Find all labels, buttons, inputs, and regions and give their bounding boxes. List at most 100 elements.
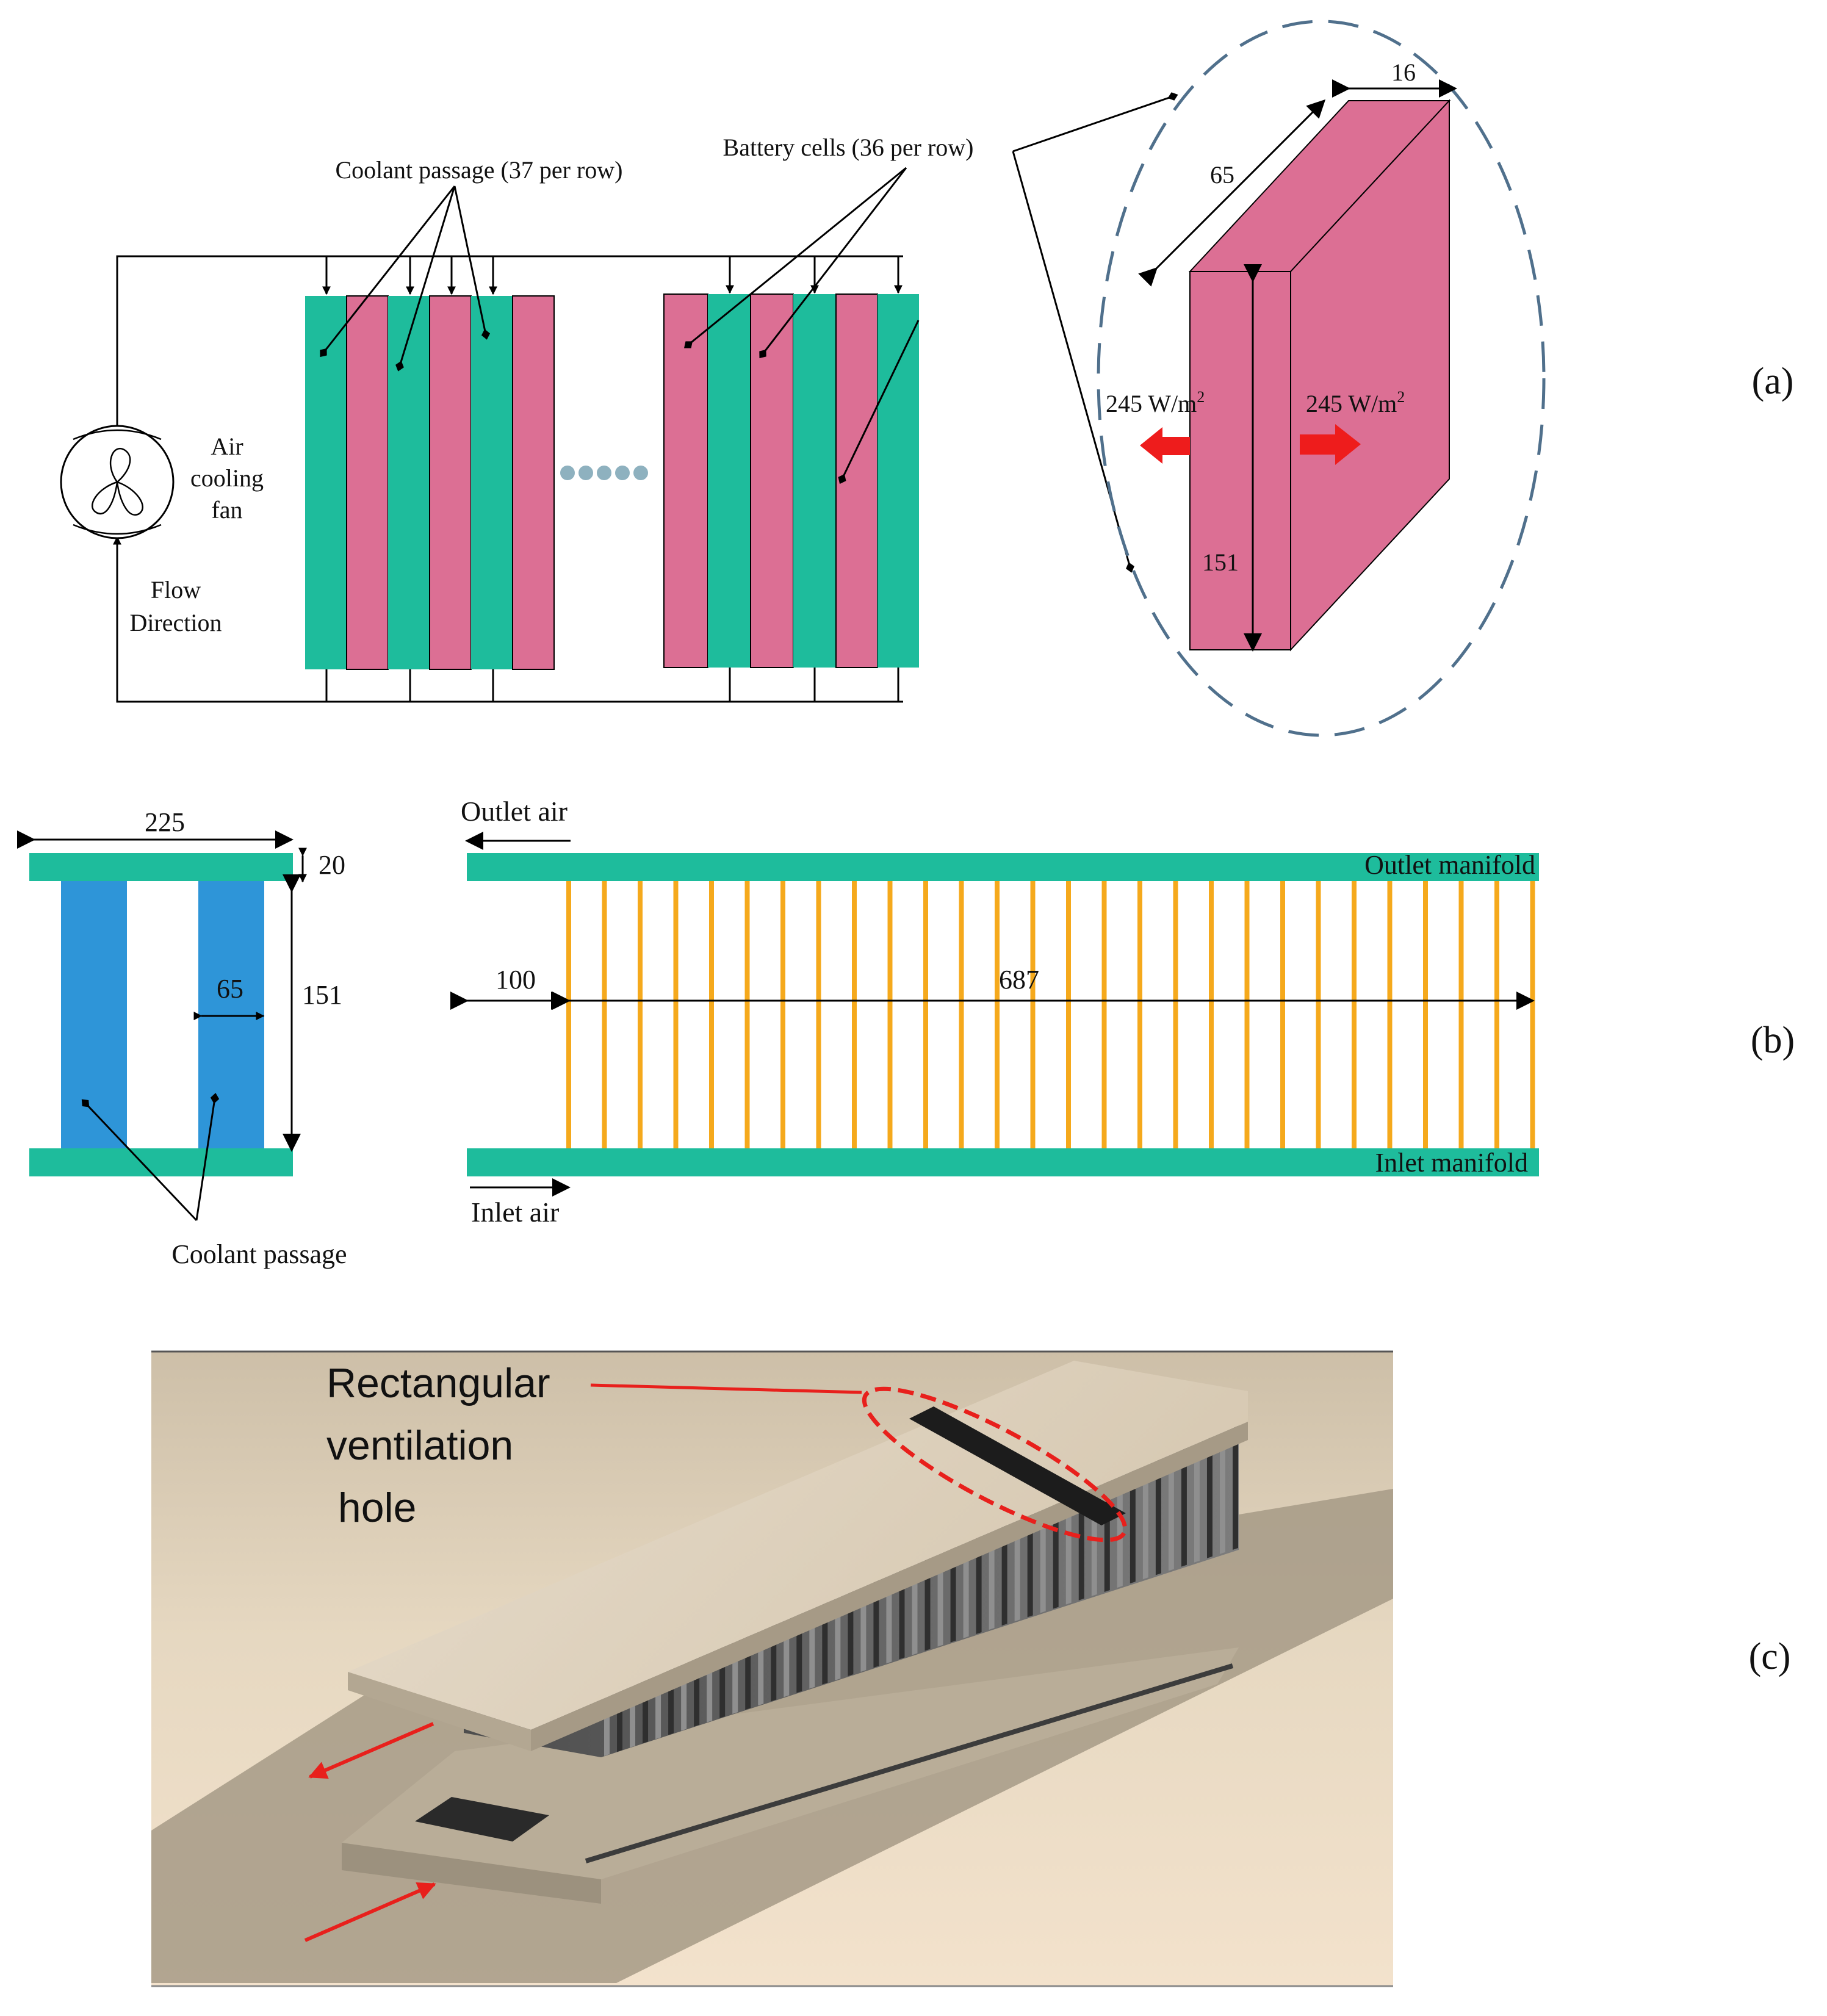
coolant-channel: [566, 881, 571, 1148]
coolant-channel: [1101, 881, 1107, 1148]
ventilation-hole-highlight: [862, 1386, 1128, 1543]
panel-label-c: (c): [1749, 1636, 1791, 1677]
panel-c: Rectangular ventilation hole (c): [151, 1350, 1791, 1987]
zoom-ellipse: [1097, 20, 1546, 737]
cooling-fan-icon: [60, 425, 175, 539]
passage-width-label: 65: [217, 974, 243, 1004]
svg-text:245 W/m2: 245 W/m2: [1106, 388, 1205, 417]
coolant-channel: [887, 881, 893, 1148]
panel-label-a: (a): [1752, 361, 1794, 402]
coolant-passage-section: [61, 881, 127, 1148]
fan-label-line-2: cooling: [190, 464, 264, 492]
cell-height-label: 151: [1202, 549, 1239, 576]
fan-label-line-3: fan: [211, 496, 242, 524]
heat-flux-right: 245 W/m2: [1300, 388, 1405, 465]
coolant-channel: [816, 881, 821, 1148]
pack-length-label: 687: [999, 965, 1039, 995]
panel-b: 225 20 151 65 Coolant passage Outlet man…: [17, 796, 1795, 1269]
flow-label-line-2: Direction: [129, 609, 222, 636]
coolant-channel: [673, 881, 679, 1148]
coolant-channel: [638, 881, 643, 1148]
inlet-air-label: Inlet air: [471, 1197, 559, 1228]
outlet-manifold-label: Outlet manifold: [1364, 850, 1535, 880]
hole-leader-line: [590, 1383, 862, 1394]
hole-label-line-2: ventilation: [326, 1422, 513, 1469]
bottom-slot: [415, 1797, 549, 1841]
coolant-channel: [923, 881, 928, 1148]
heat-flux-left: 245 W/m2: [1106, 388, 1205, 464]
coolant-channel: [1530, 881, 1535, 1148]
coolant-passage: [708, 294, 751, 668]
cross-section-leaders: [81, 1093, 220, 1222]
top-manifold-section: [29, 853, 293, 881]
coolant-passage: [793, 294, 836, 668]
manifold-thickness-label: 20: [319, 850, 345, 880]
cell-thickness-label: 16: [1391, 59, 1416, 86]
cell-dimension-arrows: [1138, 79, 1457, 652]
battery-cell: [346, 295, 389, 670]
battery-cell: [512, 295, 555, 670]
ventilation-hole: [909, 1406, 1126, 1525]
coolant-channel: [995, 881, 1000, 1148]
coolant-passage-leaders: [320, 185, 491, 372]
coolant-channel: [1423, 881, 1428, 1148]
branch-lines: [322, 256, 903, 702]
coolant-channel: [852, 881, 857, 1148]
panel-a: Air cooling fan Flow Direction: [60, 20, 1794, 737]
cell-depth-label: 65: [1210, 161, 1234, 189]
coolant-channel: [602, 881, 607, 1148]
coolant-passage: [305, 296, 347, 669]
coolant-channels: [566, 881, 1535, 1148]
coolant-channel: [709, 881, 714, 1148]
battery-cell: [835, 293, 878, 668]
outlet-air-label: Outlet air: [461, 796, 568, 827]
bottom-manifold-section: [29, 1148, 293, 1176]
heat-flux-left-arrow-icon: [1140, 427, 1190, 464]
bottom-plate-top: [342, 1647, 1239, 1879]
coolant-passage: [471, 296, 513, 669]
hole-label-line-3: hole: [326, 1485, 416, 1531]
coolant-passage: [877, 294, 919, 668]
battery-cells-label: Battery cells (36 per row): [723, 134, 974, 161]
heat-flux-right-arrow-icon: [1300, 424, 1361, 465]
coolant-channel: [1137, 881, 1142, 1148]
fan-label-line-1: Air: [211, 433, 243, 460]
coolant-passage: [388, 296, 430, 669]
heat-flux-right-value: 245 W/m: [1306, 390, 1397, 417]
inlet-flow-arrow-icon: [304, 1882, 436, 1942]
inlet-offset-label: 100: [495, 965, 536, 995]
coolant-channel: [1387, 881, 1393, 1148]
coolant-channel: [1352, 881, 1357, 1148]
coolant-passage-section-label: Coolant passage: [171, 1239, 347, 1269]
bottom-edge-groove: [585, 1663, 1234, 1863]
right-cell-block: [663, 293, 919, 668]
outlet-flow-arrow-icon: [308, 1722, 434, 1779]
panel-label-b: (b): [1751, 1020, 1795, 1061]
coolant-channel: [1209, 881, 1214, 1148]
coolant-channel: [1458, 881, 1464, 1148]
flow-label-line-1: Flow: [151, 576, 201, 603]
ellipsis-dots: [560, 466, 648, 480]
coolant-channel: [1316, 881, 1321, 1148]
coolant-channel: [1173, 881, 1178, 1148]
heat-flux-left-exponent: 2: [1197, 388, 1205, 406]
battery-cell: [429, 295, 472, 670]
height-dimension-label: 151: [302, 980, 342, 1010]
cross-section: [29, 853, 293, 1176]
left-cell-block: [305, 295, 555, 670]
coolant-channel: [1030, 881, 1036, 1148]
coolant-channel: [959, 881, 964, 1148]
hole-label-line-1: Rectangular: [326, 1360, 550, 1406]
top-plate-side: [348, 1672, 531, 1751]
inlet-manifold: [467, 1148, 1539, 1176]
coolant-channel: [1244, 881, 1250, 1148]
inlet-manifold-label: Inlet manifold: [1375, 1148, 1529, 1178]
coolant-passage-label: Coolant passage (37 per row): [336, 156, 623, 184]
coolant-channel: [1066, 881, 1071, 1148]
heat-flux-right-exponent: 2: [1397, 388, 1405, 406]
battery-cell: [663, 293, 708, 668]
top-plate-top: [348, 1361, 1248, 1730]
coolant-passage-section: [198, 881, 264, 1148]
heat-flux-left-value: 245 W/m: [1106, 390, 1197, 417]
